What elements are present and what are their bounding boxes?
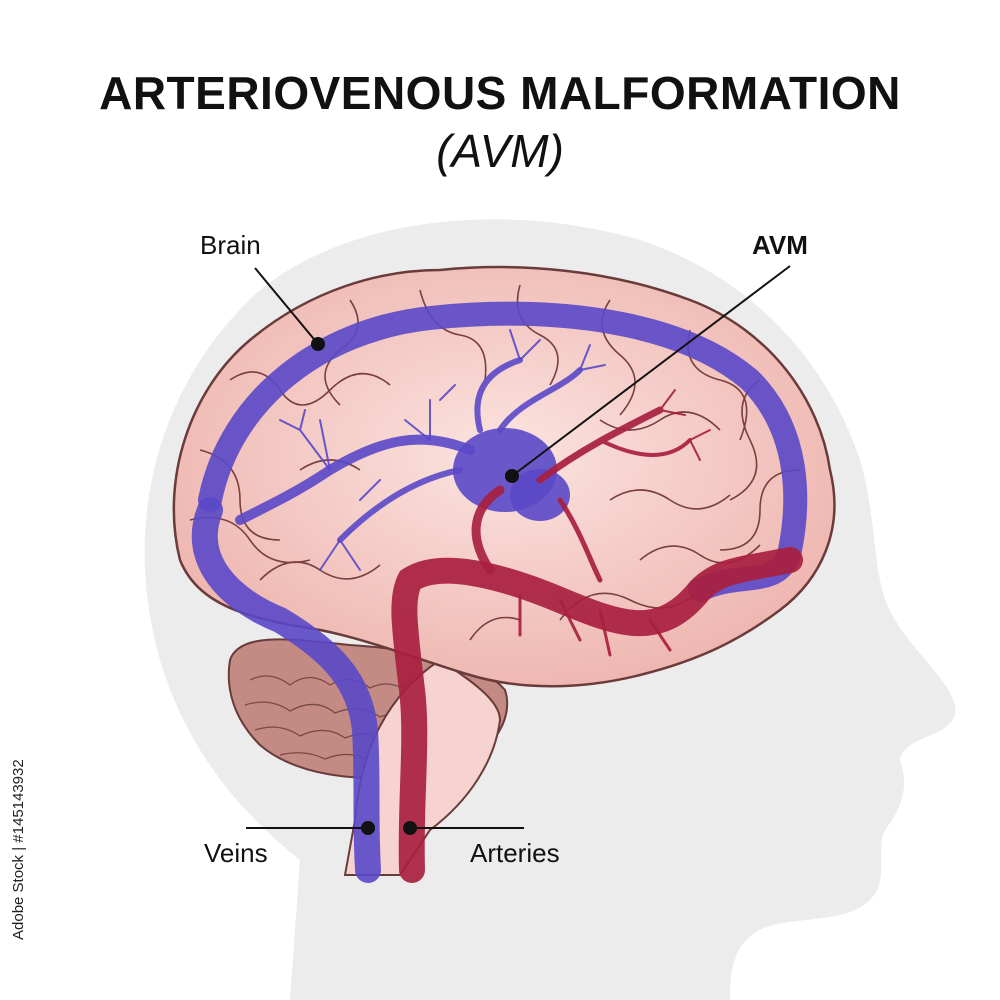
diagram-title: ARTERIOVENOUS MALFORMATION bbox=[99, 67, 901, 119]
veins-leader-dot bbox=[361, 821, 375, 835]
avm-leader-dot bbox=[505, 469, 519, 483]
avm-leader-line bbox=[511, 265, 791, 477]
veins-label: Veins bbox=[204, 838, 268, 868]
jugular-vein bbox=[191, 497, 381, 883]
artery-branches bbox=[471, 389, 711, 657]
stock-id-watermark: Adobe Stock | #145143932 bbox=[10, 759, 27, 940]
vein-branches bbox=[279, 329, 606, 571]
arteries-leader-dot bbox=[403, 821, 417, 835]
brain-label: Brain bbox=[200, 230, 261, 260]
diagram-subtitle: (AVM) bbox=[436, 125, 564, 177]
leader-lines bbox=[246, 265, 791, 835]
avm-label: AVM bbox=[752, 230, 808, 260]
carotid-artery bbox=[391, 547, 803, 883]
arteries-label: Arteries bbox=[470, 838, 560, 868]
brain-leader-dot bbox=[311, 337, 325, 351]
brain-leader-line bbox=[254, 267, 319, 345]
